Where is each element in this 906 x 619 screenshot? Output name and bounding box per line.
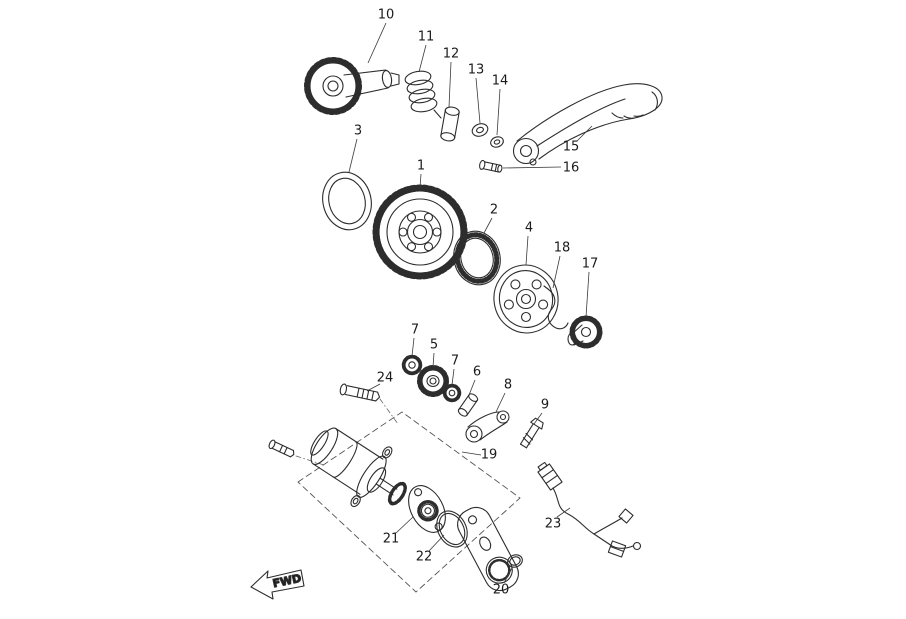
part-22-o-ring [436, 510, 468, 548]
part-10-gear-shaft [304, 57, 400, 115]
leader-line-8-17 [495, 392, 506, 413]
callout-label-12-2: 12 [443, 47, 460, 62]
part-7-washer-upper [401, 354, 423, 376]
part-1-ring-gear [372, 184, 468, 280]
leader-line-10-0 [367, 22, 387, 64]
leader-line-6-16 [468, 379, 476, 396]
callout-label-17-12: 17 [582, 257, 599, 272]
part-2-one-way-bearing [453, 230, 501, 286]
leader-line-7-15 [451, 368, 455, 386]
part-3-gasket-ring [322, 171, 372, 231]
part-9-bolt [519, 417, 544, 449]
callout-label-23-23: 23 [545, 517, 562, 532]
leader-line-14-4 [496, 88, 501, 136]
leader-line-21-21 [395, 516, 414, 534]
callout-label-7-13: 7 [411, 323, 419, 338]
leader-line-18-11 [552, 255, 561, 289]
leader-line-15-5 [576, 125, 593, 142]
callout-label-24-19: 24 [377, 371, 394, 386]
callout-label-7-15: 7 [451, 354, 459, 369]
part-21-bracket-plate [408, 485, 446, 533]
callout-label-2-9: 2 [490, 203, 498, 218]
leader-line-1-8 [419, 173, 422, 189]
part-16-bolt [479, 159, 503, 173]
leader-line-12-2 [448, 61, 452, 108]
part-12-collar [440, 106, 460, 142]
callout-label-13-3: 13 [468, 63, 485, 78]
callout-label-18-11: 18 [554, 241, 571, 256]
callout-label-21-21: 21 [383, 532, 400, 547]
leader-line-9-18 [533, 412, 543, 425]
part-13-washer [471, 123, 489, 137]
part-11-spring [404, 70, 442, 119]
leader-line-20-24 [503, 567, 513, 584]
leader-line-24-19 [366, 383, 381, 392]
callout-label-20-24: 20 [493, 583, 510, 598]
starter-motor [310, 427, 407, 508]
part-8-idle-lever [465, 410, 510, 443]
callout-label-14-4: 14 [492, 74, 509, 89]
part-18-spring-clip [543, 285, 569, 330]
part-5-drive-gear [417, 365, 449, 397]
part-4-clutch-carrier [493, 264, 559, 334]
part-15-kick-lever [512, 83, 663, 166]
leader-line-11-1 [418, 44, 427, 73]
callout-label-19-20: 19 [481, 448, 498, 463]
leader-line-16-6 [502, 166, 562, 169]
leader-line-5-14 [432, 352, 435, 368]
leader-line-13-3 [475, 77, 481, 124]
callout-label-4-10: 4 [525, 221, 533, 236]
callout-label-6-16: 6 [473, 365, 481, 380]
callout-label-10-0: 10 [378, 8, 395, 23]
end-cover [457, 506, 519, 592]
part-7-washer-lower [442, 383, 462, 403]
callout-label-3-7: 3 [354, 124, 362, 139]
part-24-mounting-bolts [268, 383, 399, 466]
callout-label-5-14: 5 [430, 338, 438, 353]
leader-line-22-22 [428, 534, 445, 552]
leader-line-17-12 [585, 271, 590, 318]
leader-line-19-20 [461, 451, 482, 456]
leader-line-23-23 [556, 507, 571, 518]
leader-line-4-10 [525, 235, 529, 266]
leader-line-2-9 [483, 217, 493, 234]
callout-label-9-18: 9 [541, 398, 549, 413]
part-17-pinion-gear [567, 315, 603, 349]
part-14-washer [490, 136, 504, 148]
fwd-arrow: FWD [250, 569, 305, 600]
callout-label-11-1: 11 [418, 30, 435, 45]
callout-label-8-17: 8 [504, 378, 512, 393]
callout-label-1-8: 1 [417, 159, 425, 174]
leader-line-7-13 [411, 337, 415, 357]
callout-label-16-6: 16 [563, 161, 580, 176]
leader-line-3-7 [348, 138, 358, 173]
callout-label-15-5: 15 [563, 140, 580, 155]
part-20-o-ring [507, 554, 523, 568]
part-23-wire-harness [537, 461, 642, 558]
part-19-assembly-boundary [297, 411, 521, 593]
callout-label-22-22: 22 [416, 550, 433, 565]
